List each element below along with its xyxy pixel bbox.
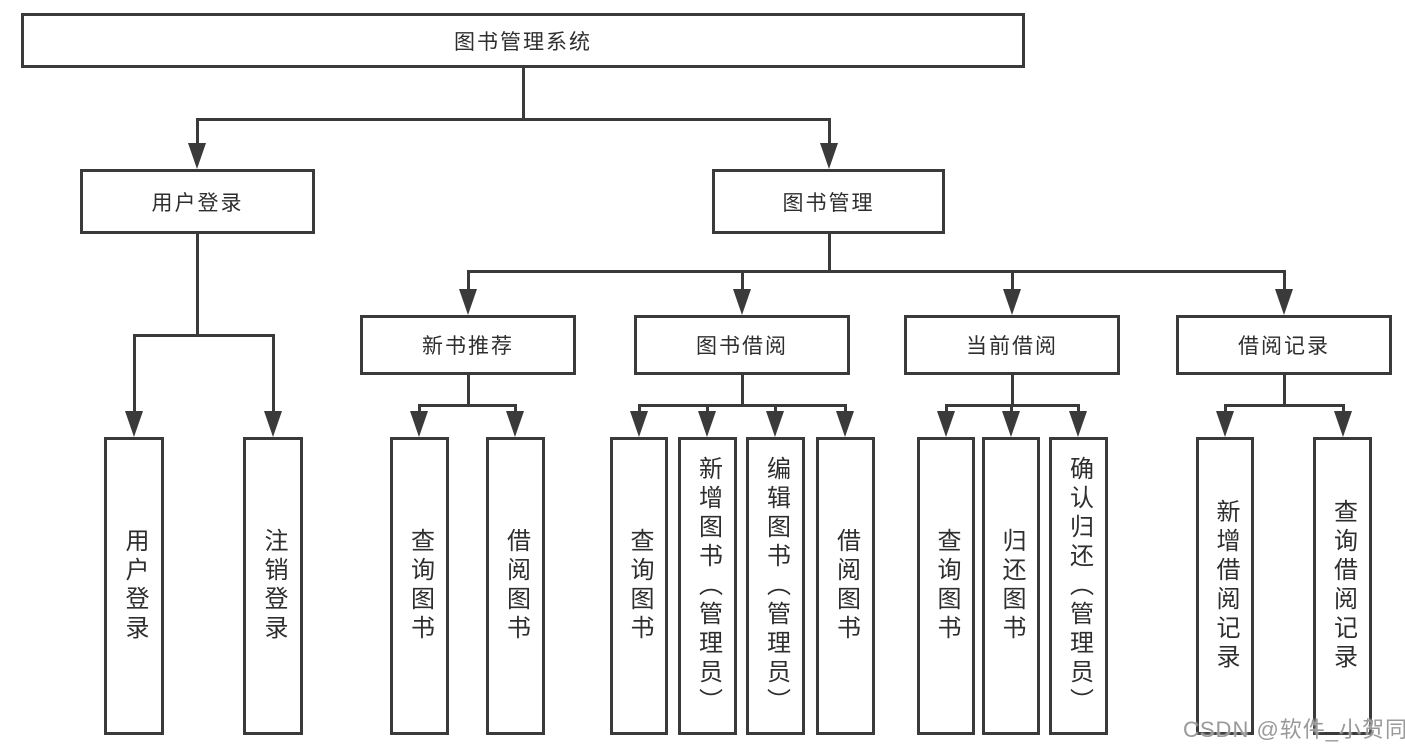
root-to-level2-vline (196, 119, 199, 147)
current-to-leaves-hline (945, 404, 1080, 407)
book-management-to-level3-arrowhead-icon (459, 289, 477, 315)
recommend-to-leaves-arrowhead-icon (506, 411, 524, 437)
leaf-recommend-borrow-book: 借阅图书 (486, 437, 545, 735)
leaf-recommend-query-book: 查询图书 (390, 437, 449, 735)
book-management-to-level3-vline (828, 234, 831, 273)
node-current-borrowing-label: 当前借阅 (966, 335, 1058, 358)
leaf-borrowing-edit-book: 编辑图书（管理员） (746, 437, 805, 735)
borrowing-to-leaves-arrowhead-icon (836, 411, 854, 437)
user-login-to-leaves-vline (133, 335, 136, 416)
leaf-records-query-record-label: 查询借阅记录 (1329, 499, 1357, 673)
book-management-to-level3-vline (741, 271, 744, 294)
node-borrowing-records: 借阅记录 (1176, 315, 1392, 375)
book-management-to-level3-arrowhead-icon (1275, 289, 1293, 315)
root-to-level2-arrowhead-icon (820, 143, 838, 169)
leaf-recommend-query-book-label: 查询图书 (406, 528, 434, 644)
leaf-current-confirm-return: 确认归还（管理员） (1049, 437, 1108, 735)
leaf-user-login-label: 用户登录 (121, 528, 148, 644)
borrowing-to-leaves-arrowhead-icon (698, 411, 716, 437)
leaf-borrowing-borrow-book-label: 借阅图书 (832, 528, 860, 644)
records-to-leaves-vline (1283, 375, 1286, 407)
borrowing-to-leaves-arrowhead-icon (630, 411, 648, 437)
node-root: 图书管理系统 (21, 13, 1025, 68)
current-to-leaves-vline (1011, 375, 1014, 407)
leaf-current-query-book: 查询图书 (917, 437, 975, 735)
leaf-records-add-record-label: 新增借阅记录 (1212, 499, 1239, 673)
current-to-leaves-arrowhead-icon (1069, 411, 1087, 437)
leaf-logout: 注销登录 (243, 437, 303, 735)
leaf-current-query-book-label: 查询图书 (933, 528, 960, 644)
node-borrowing-records-label: 借阅记录 (1238, 335, 1330, 358)
node-user-login-label: 用户登录 (151, 191, 244, 215)
book-management-to-level3-vline (467, 271, 470, 294)
csdn-watermark: CSDN @软件_小贺同学 (1183, 717, 1405, 742)
leaf-borrowing-query-book-label: 查询图书 (626, 528, 653, 644)
book-management-to-level3-vline (1283, 271, 1286, 294)
user-login-to-leaves-hline (133, 334, 275, 337)
book-management-to-level3-vline (1011, 271, 1014, 294)
borrowing-to-leaves-vline (741, 375, 744, 407)
leaf-logout-label: 注销登录 (260, 528, 287, 644)
user-login-to-leaves-vline (196, 234, 199, 337)
node-book-management: 图书管理 (712, 169, 945, 234)
leaf-borrowing-add-book-label: 新增图书（管理员） (694, 455, 722, 717)
borrowing-to-leaves-arrowhead-icon (766, 411, 784, 437)
leaf-borrowing-borrow-book: 借阅图书 (816, 437, 875, 735)
root-to-level2-vline (522, 68, 525, 121)
leaf-recommend-borrow-book-label: 借阅图书 (502, 528, 530, 644)
node-new-book-recommend-label: 新书推荐 (422, 335, 514, 358)
leaf-user-login: 用户登录 (104, 437, 164, 735)
root-to-level2-vline (828, 119, 831, 147)
node-root-label: 图书管理系统 (454, 30, 592, 54)
leaf-borrowing-query-book: 查询图书 (610, 437, 668, 735)
recommend-to-leaves-arrowhead-icon (410, 411, 428, 437)
records-to-leaves-arrowhead-icon (1334, 411, 1352, 437)
records-to-leaves-hline (1224, 404, 1345, 407)
leaf-borrowing-add-book: 新增图书（管理员） (678, 437, 737, 735)
user-login-to-leaves-vline (272, 335, 275, 416)
current-to-leaves-arrowhead-icon (1002, 411, 1020, 437)
leaf-current-return-book-label: 归还图书 (998, 528, 1025, 644)
root-to-level2-hline (196, 118, 831, 121)
leaf-borrowing-edit-book-label: 编辑图书（管理员） (762, 455, 790, 717)
leaf-current-return-book: 归还图书 (982, 437, 1040, 735)
recommend-to-leaves-vline (467, 375, 470, 407)
leaf-current-confirm-return-label: 确认归还（管理员） (1065, 455, 1093, 717)
node-current-borrowing: 当前借阅 (904, 315, 1120, 375)
node-new-book-recommend: 新书推荐 (360, 315, 576, 375)
recommend-to-leaves-hline (418, 404, 517, 407)
current-to-leaves-arrowhead-icon (937, 411, 955, 437)
user-login-to-leaves-arrowhead-icon (125, 411, 143, 437)
leaf-records-add-record: 新增借阅记录 (1196, 437, 1254, 735)
root-to-level2-arrowhead-icon (188, 143, 206, 169)
node-book-borrowing-label: 图书借阅 (696, 335, 788, 358)
node-book-borrowing: 图书借阅 (634, 315, 850, 375)
borrowing-to-leaves-hline (638, 404, 847, 407)
book-management-to-level3-arrowhead-icon (733, 289, 751, 315)
node-book-management-label: 图书管理 (782, 191, 875, 215)
node-user-login: 用户登录 (80, 169, 315, 234)
book-management-to-level3-arrowhead-icon (1003, 289, 1021, 315)
user-login-to-leaves-arrowhead-icon (264, 411, 282, 437)
records-to-leaves-arrowhead-icon (1216, 411, 1234, 437)
leaf-records-query-record: 查询借阅记录 (1313, 437, 1372, 735)
book-management-to-level3-hline (467, 270, 1286, 273)
